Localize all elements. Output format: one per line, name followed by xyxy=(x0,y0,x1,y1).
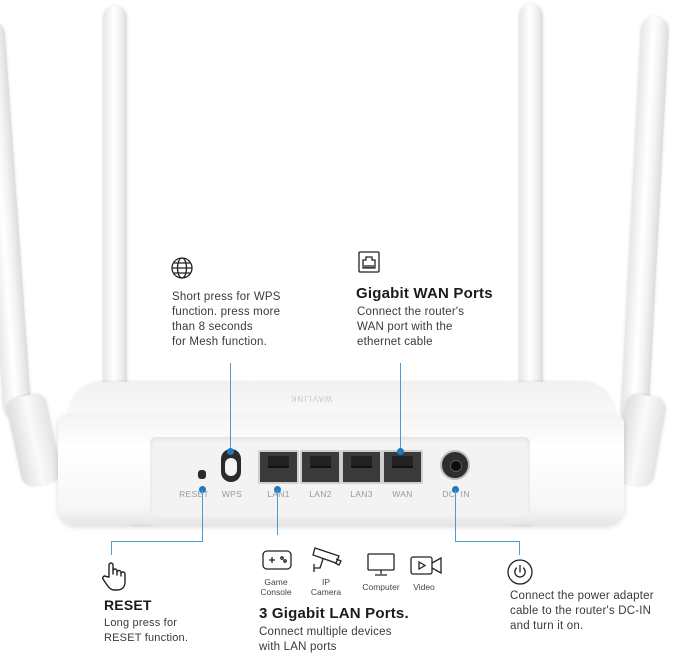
antenna-left-outer-base xyxy=(5,391,63,489)
globe-icon xyxy=(170,256,194,280)
wps-button[interactable] xyxy=(221,449,241,482)
dc-callout-line-down xyxy=(519,541,520,555)
device-label-game-console: Game Console xyxy=(260,577,292,597)
lan-description: Connect multiple devices with LAN ports xyxy=(259,626,392,653)
antenna-right-outer xyxy=(620,15,670,427)
reset-callout-dot xyxy=(199,486,206,493)
device-label-computer: Computer xyxy=(362,582,400,592)
dc-callout-line-h xyxy=(455,541,520,542)
router-brand: WAVLINK xyxy=(290,394,333,403)
ethernet-port-icon xyxy=(357,250,381,274)
lan2-port[interactable] xyxy=(300,450,341,484)
wan-label: WAN xyxy=(392,489,413,499)
power-description: Connect the power adapter cable to the r… xyxy=(510,590,654,632)
lan3-port[interactable] xyxy=(341,450,382,484)
lan-callout-line xyxy=(277,490,278,535)
reset-description: Long press for RESET function. xyxy=(104,617,189,644)
reset-button[interactable] xyxy=(198,470,206,479)
dc-in-port[interactable] xyxy=(440,450,470,480)
video-icon xyxy=(410,555,442,577)
antenna-left-outer xyxy=(0,19,32,421)
gamepad-icon xyxy=(262,549,292,571)
dc-in-label: DC IN xyxy=(442,489,470,499)
lan1-label: LAN1 xyxy=(267,489,290,499)
reset-callout-line-v xyxy=(202,490,203,542)
dc-callout-dot xyxy=(452,486,459,493)
reset-title: RESET xyxy=(104,597,152,613)
lan2-label: LAN2 xyxy=(309,489,332,499)
camera-icon xyxy=(311,546,343,574)
dc-callout-line-v xyxy=(455,490,456,542)
wan-callout-line xyxy=(400,363,401,453)
wps-port-label: WPS xyxy=(221,489,243,499)
lan-callout-dot xyxy=(274,486,281,493)
reset-callout-line-h xyxy=(111,541,203,542)
wan-port[interactable] xyxy=(382,450,423,484)
reset-callout-line-down xyxy=(111,541,112,555)
lan3-label: LAN3 xyxy=(350,489,373,499)
device-label-ip-camera: IP Camera xyxy=(310,577,342,597)
wps-callout-line xyxy=(230,363,231,453)
power-icon xyxy=(507,559,533,585)
reset-port-label: RESET xyxy=(179,489,209,499)
lan-title: 3 Gigabit LAN Ports. xyxy=(259,605,409,622)
lan1-port[interactable] xyxy=(258,450,299,484)
wps-callout-dot xyxy=(227,448,234,455)
device-label-video: Video xyxy=(413,582,435,592)
wan-callout-dot xyxy=(397,448,404,455)
hand-pointer-icon xyxy=(100,560,128,592)
wps-description: Short press for WPS function. press more… xyxy=(172,291,281,348)
wan-description: Connect the router's WAN port with the e… xyxy=(357,306,465,348)
monitor-icon xyxy=(367,553,395,577)
wan-title: Gigabit WAN Ports xyxy=(356,285,493,302)
